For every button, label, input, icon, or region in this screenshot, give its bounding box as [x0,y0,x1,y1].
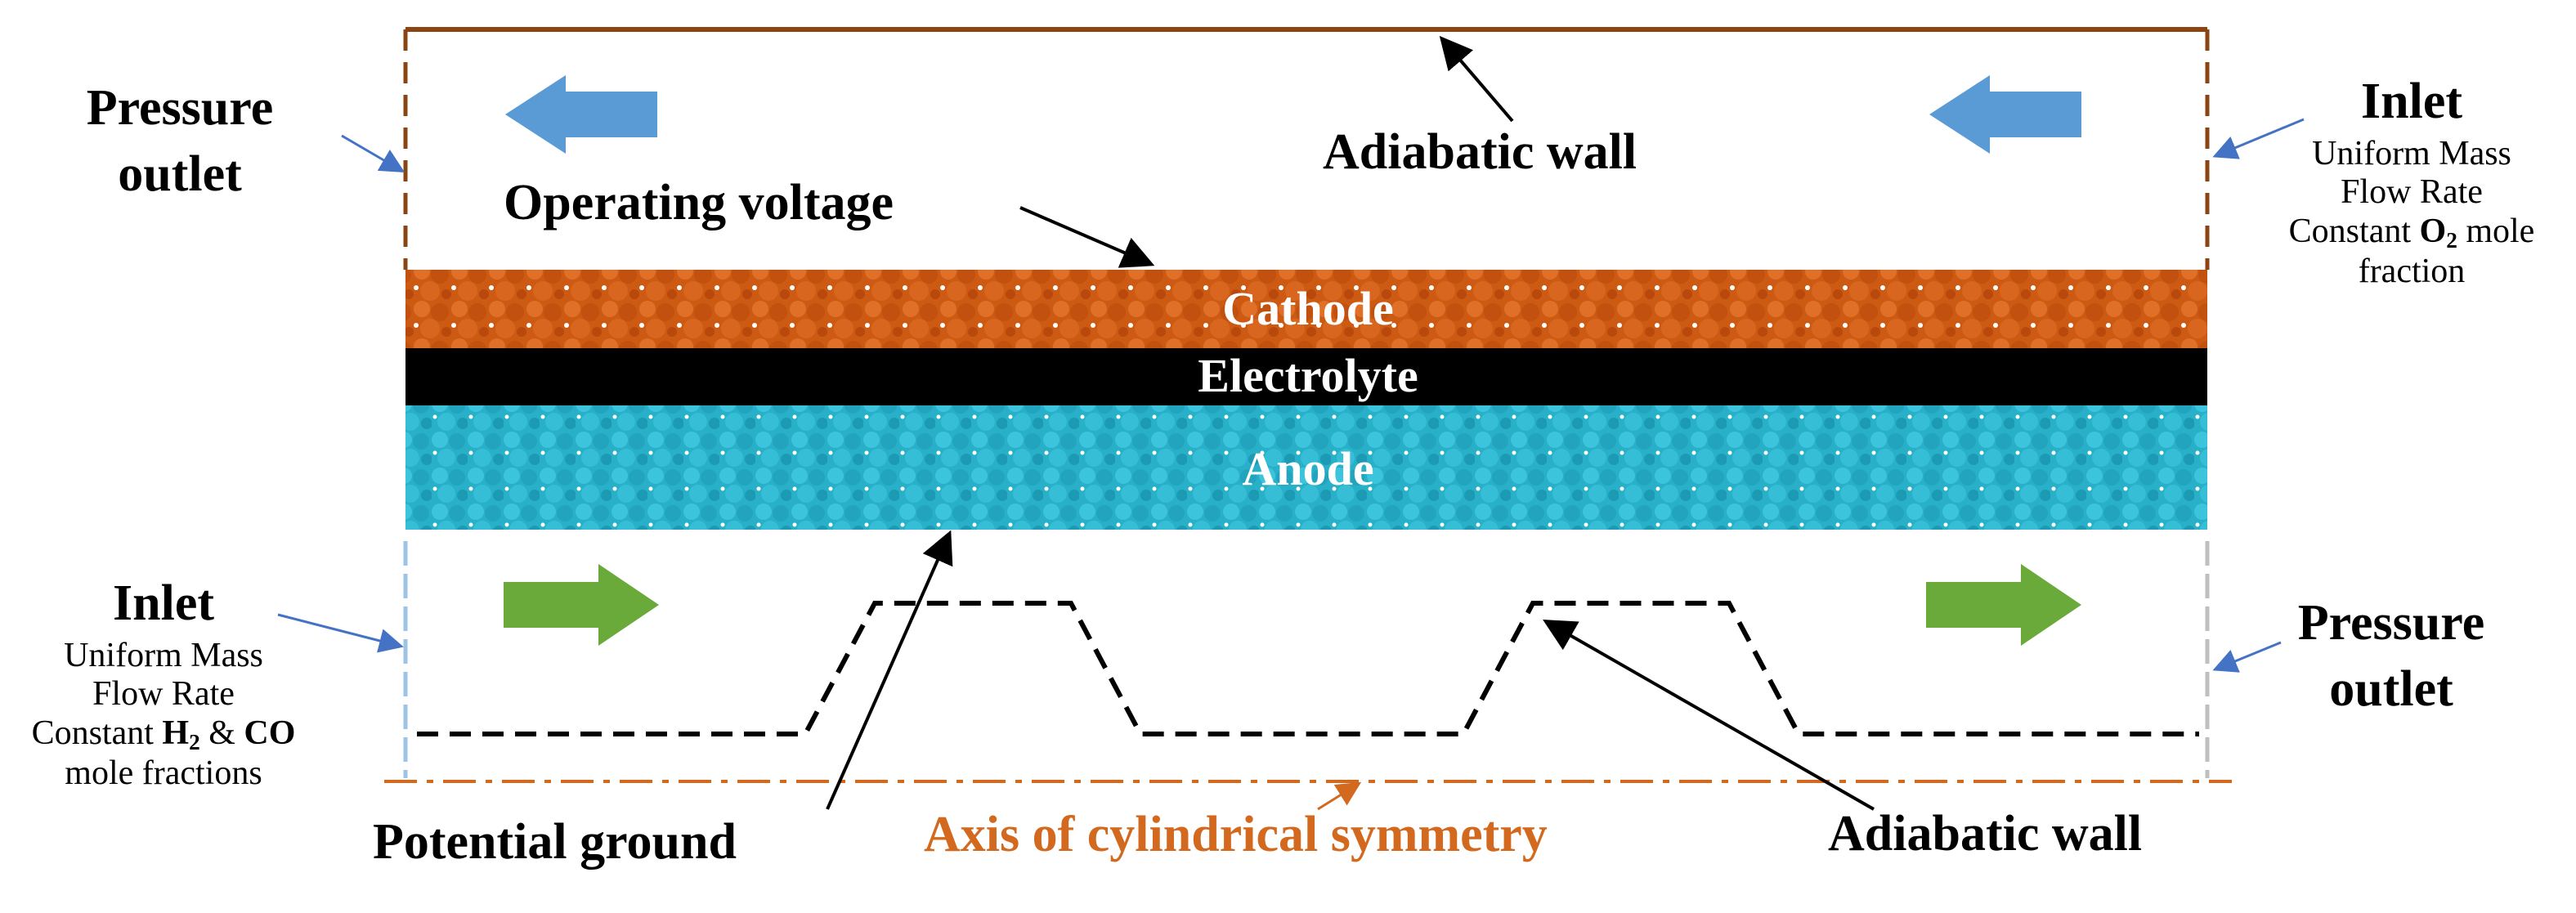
inlet-right-constant: Constant [2288,212,2420,250]
pressure-outlet-right-line1: Pressure [2297,595,2485,651]
pointer-pressure-outlet-right [2212,641,2282,673]
adiabatic-wall-profile [417,601,2199,736]
inlet-left-amp: & [199,714,244,752]
inlet-left-line2: Flow Rate [92,675,235,714]
inlet-right-title: Inlet [2361,74,2462,129]
potential-ground-label: Potential ground [373,814,737,870]
inlet-right-mole: mole [2457,212,2535,250]
inlet-left-label: Inlet Uniform Mass Flow Rate Constant H2… [0,575,327,793]
pressure-outlet-right-label: Pressure outlet [2256,595,2526,718]
inlet-right-line3: Constant O2 mole [2273,213,2551,253]
pointer-inlet-right [2212,118,2305,159]
inlet-right-label: Inlet Uniform Mass Flow Rate Constant O2… [2273,74,2551,291]
adiabatic-wall-top-label: Adiabatic wall [1323,124,1637,180]
flow-arrow-top-right [1929,75,2081,154]
pointer-axis-symmetry [1317,781,1362,811]
flow-arrow-bottom-right [1926,564,2081,646]
pressure-outlet-left-label: Pressure outlet [57,80,302,204]
pointer-pressure-outlet-left [341,134,405,173]
pointer-adiabatic-wall-bottom [1543,620,1875,811]
inlet-left-line3: Constant H2 & CO [0,714,327,754]
inlet-left-h2: H2 [162,714,200,754]
flow-arrow-top-left [505,75,657,154]
anode-label: Anode [1242,442,1374,495]
inlet-left-co: CO [244,714,296,752]
anode-layer [405,405,2207,530]
operating-voltage-label: Operating voltage [504,175,894,230]
pointer-potential-ground [826,530,953,810]
inlet-left-title: Inlet [113,575,214,631]
pressure-outlet-left-line2: outlet [118,146,242,203]
pointer-operating-voltage [1019,206,1155,268]
pointer-inlet-left [277,613,404,653]
electrolyte-layer [405,348,2207,405]
inlet-right-line4: fraction [2358,252,2466,290]
cathode-layer [405,270,2207,348]
inlet-right-line1: Uniform Mass [2312,135,2511,173]
inlet-left-line4: mole fractions [65,754,262,792]
pressure-outlet-right-line2: outlet [2329,661,2453,718]
axis-symmetry-label: Axis of cylindrical symmetry [924,807,1548,862]
cathode-label: Cathode [1222,282,1394,335]
inlet-left-constant: Constant [31,714,163,752]
electrolyte-label: Electrolyte [1198,349,1418,402]
flow-arrow-bottom-left [504,564,659,646]
pressure-outlet-left-line1: Pressure [86,80,274,136]
inlet-left-line1: Uniform Mass [64,637,263,675]
inlet-right-o2: O2 [2419,212,2457,253]
inlet-right-line2: Flow Rate [2341,173,2483,212]
adiabatic-wall-bottom-label: Adiabatic wall [1828,806,2143,862]
pointer-adiabatic-wall-top [1439,35,1514,123]
